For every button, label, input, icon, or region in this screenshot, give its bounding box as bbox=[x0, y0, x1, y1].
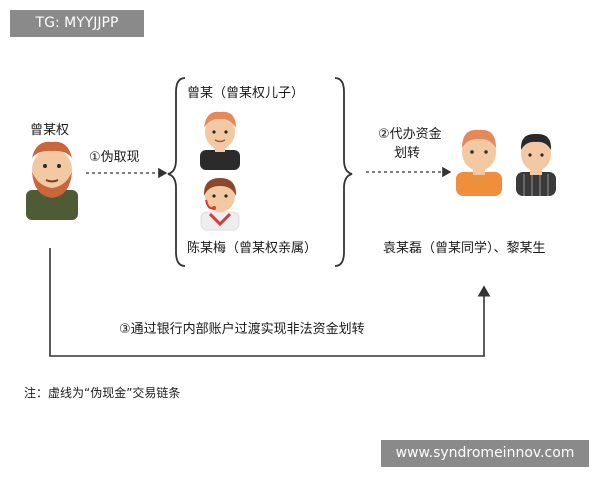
source-label: 曾某权 bbox=[30, 123, 70, 138]
woman-headset-icon bbox=[200, 178, 240, 231]
legend-note: 注：虚线为“伪现金”交易链条 bbox=[24, 386, 181, 400]
watermark-bottom: www.syndromeinnov.com bbox=[381, 440, 589, 467]
targets-label: 袁某磊（曾某同学）、黎某生 bbox=[383, 241, 546, 256]
classmate-icon bbox=[456, 129, 502, 196]
step3-label: ③通过银行内部账户过渡实现非法资金划转 bbox=[119, 322, 365, 337]
step2-label-line1: ②代办资金 bbox=[378, 127, 442, 142]
colleague-icon bbox=[516, 133, 556, 196]
watermark-top: TG: MYYJJPP bbox=[10, 10, 144, 37]
left-brace bbox=[167, 77, 186, 267]
young-man-icon bbox=[200, 111, 240, 170]
right-brace bbox=[334, 77, 353, 267]
group-title-label: 曾某（曾某权儿子） bbox=[187, 86, 305, 101]
step1-label: ①伪取现 bbox=[89, 150, 140, 165]
solid-arrow-step3 bbox=[49, 248, 491, 357]
step2-label-line2: 划转 bbox=[394, 146, 421, 161]
relative-label: 陈某梅（曾某权亲属） bbox=[187, 241, 318, 256]
man-bearded-icon bbox=[26, 141, 78, 220]
